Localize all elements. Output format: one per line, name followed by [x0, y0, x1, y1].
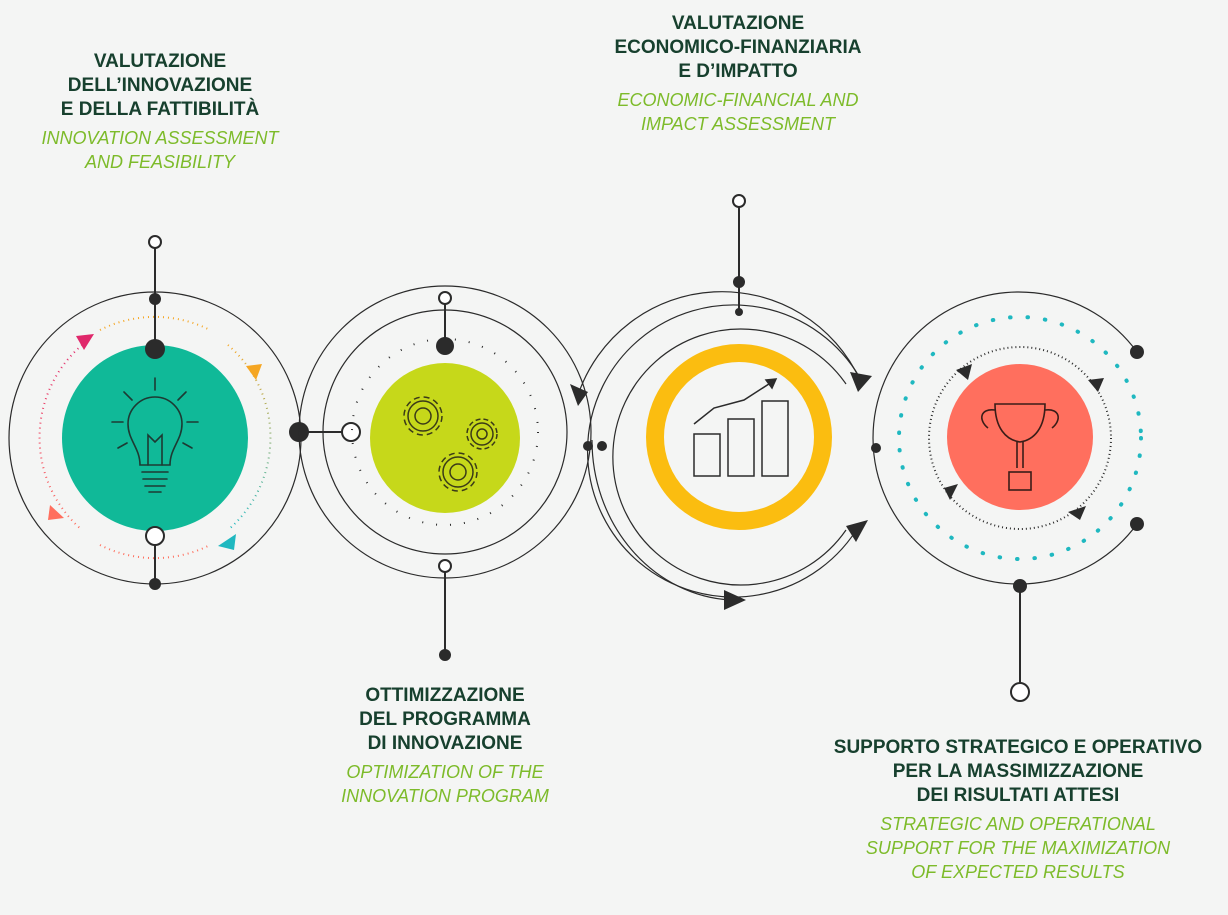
- step-4-center-disc: [947, 364, 1093, 510]
- step-3-swoosh-ring: [591, 439, 731, 601]
- connector-dot-open: [148, 235, 162, 249]
- arrow-icon: [570, 384, 588, 406]
- title-line: DEL PROGRAMMA: [359, 709, 531, 730]
- lightbulb-icon: [111, 377, 199, 493]
- step-4-teal-dotted-ring: [897, 315, 1143, 561]
- connector-dot: [149, 293, 161, 305]
- subtitle-line: INNOVATION ASSESSMENT: [41, 128, 279, 148]
- arrow-icon: [846, 520, 868, 542]
- step-4-label: SUPPORTO STRATEGICO E OPERATIVO PER LA M…: [808, 736, 1228, 884]
- connector-dot: [149, 578, 161, 590]
- connector-dot-open: [145, 526, 165, 546]
- trophy-icon: [981, 403, 1059, 491]
- title-line: VALUTAZIONE: [93, 51, 227, 72]
- step-2-node: [298, 285, 592, 661]
- step-1-dotted-arc-left: [38, 344, 83, 531]
- step-3-outer-ring: [586, 304, 861, 598]
- connector-dot: [1013, 579, 1027, 593]
- arrow-icon: [850, 372, 872, 392]
- step-3-inner-ring: [612, 328, 847, 586]
- subtitle-line: OF EXPECTED RESULTS: [911, 862, 1125, 882]
- arrow-icon: [48, 505, 64, 520]
- arrow-icon: [246, 364, 262, 380]
- title-line: PER LA MASSIMIZZAZIONE: [892, 761, 1144, 782]
- step-3-title: VALUTAZIONE ECONOMICO-FINANZIARIA E D’IM…: [568, 12, 908, 84]
- connector-dot: [1130, 345, 1144, 359]
- connector-dot: [735, 308, 743, 316]
- step-2-dotted-ring: [351, 338, 539, 526]
- arrow-icon: [724, 590, 746, 610]
- subtitle-line: ECONOMIC-FINANCIAL AND: [617, 90, 859, 110]
- step-1-dotted-arc-bottom: [99, 544, 211, 560]
- connector-dot: [871, 443, 881, 453]
- step-1-center-disc: [62, 345, 248, 531]
- title-line: DEI RISULTATI ATTESI: [916, 785, 1120, 806]
- step-1-title: VALUTAZIONE DELL’INNOVAZIONE E DELLA FAT…: [20, 50, 300, 122]
- step-4-subtitle: STRATEGIC AND OPERATIONAL SUPPORT FOR TH…: [808, 812, 1228, 884]
- step-2-label: OTTIMIZZAZIONE DEL PROGRAMMA DI INNOVAZI…: [300, 684, 590, 808]
- title-line: OTTIMIZZAZIONE: [365, 685, 525, 706]
- step-4-title: SUPPORTO STRATEGICO E OPERATIVO PER LA M…: [808, 736, 1228, 808]
- title-line: DELL’INNOVAZIONE: [67, 75, 253, 96]
- subtitle-line: OPTIMIZATION OF THE: [346, 762, 544, 782]
- arrow-icon: [944, 484, 958, 500]
- title-line: E D’IMPATTO: [678, 61, 798, 82]
- title-line: VALUTAZIONE: [671, 13, 805, 34]
- gears-icon: [403, 396, 498, 492]
- arrow-icon: [1068, 506, 1086, 520]
- step-1-dotted-arc-top: [99, 315, 211, 331]
- subtitle-line: STRATEGIC AND OPERATIONAL: [880, 814, 1156, 834]
- subtitle-line: SUPPORT FOR THE MAXIMIZATION: [865, 838, 1171, 858]
- step-1-subtitle: INNOVATION ASSESSMENT AND FEASIBILITY: [20, 126, 300, 174]
- arrow-icon: [1088, 378, 1104, 392]
- title-line: E DELLA FATTIBILITÀ: [60, 99, 260, 120]
- title-line: ECONOMICO-FINANZIARIA: [614, 37, 862, 58]
- connector-dot-open: [438, 291, 452, 305]
- connector-dot: [439, 649, 451, 661]
- arrow-icon: [218, 534, 236, 550]
- connector-dot: [436, 337, 454, 355]
- arrow-icon: [76, 334, 94, 350]
- step-1-dotted-arc-right: [227, 344, 272, 531]
- connector-dot-open: [438, 559, 452, 573]
- step-3-yellow-ring: [646, 344, 832, 530]
- connector-dot: [597, 441, 607, 451]
- arrow-icon: [956, 364, 972, 380]
- connector-dot-open: [1010, 682, 1030, 702]
- subtitle-line: AND FEASIBILITY: [84, 152, 236, 172]
- step-4-node: [871, 291, 1144, 702]
- connector-dot: [733, 276, 745, 288]
- step-1-node: [8, 235, 302, 590]
- step-1-label: VALUTAZIONE DELL’INNOVAZIONE E DELLA FAT…: [20, 50, 300, 174]
- title-line: SUPPORTO STRATEGICO E OPERATIVO: [833, 737, 1203, 758]
- step-3-top-arc: [577, 291, 861, 396]
- subtitle-line: INNOVATION PROGRAM: [341, 786, 549, 806]
- step-3-subtitle: ECONOMIC-FINANCIAL AND IMPACT ASSESSMENT: [568, 88, 908, 136]
- title-line: DI INNOVAZIONE: [367, 733, 523, 754]
- step-2-subtitle: OPTIMIZATION OF THE INNOVATION PROGRAM: [300, 760, 590, 808]
- connector-dot: [145, 339, 165, 359]
- connector-dot-open: [341, 422, 361, 442]
- connector-dot-open: [732, 194, 746, 208]
- connector-dot: [1130, 517, 1144, 531]
- step-2-title: OTTIMIZZAZIONE DEL PROGRAMMA DI INNOVAZI…: [300, 684, 590, 756]
- subtitle-line: IMPACT ASSESSMENT: [640, 114, 836, 134]
- step-3-node: [570, 194, 872, 610]
- bar-chart-growth-icon: [693, 378, 789, 477]
- step-4-outer-ring: [872, 291, 1138, 585]
- step-2-center-disc: [370, 363, 520, 513]
- step-3-label: VALUTAZIONE ECONOMICO-FINANZIARIA E D’IM…: [568, 12, 908, 136]
- step-4-inner-dotted-ring: [928, 346, 1112, 530]
